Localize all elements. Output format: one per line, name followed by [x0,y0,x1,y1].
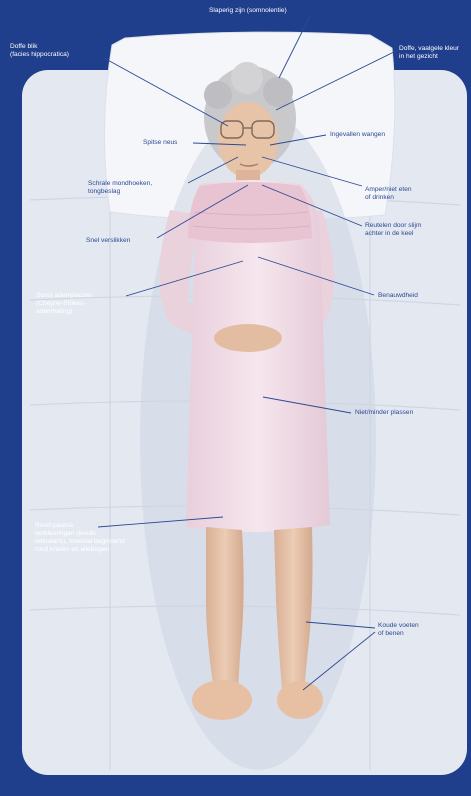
right-foot [277,681,323,719]
label-plassen: Niet/minder plassen [355,409,413,417]
label-verkleuringen: Rood-paarse verkleuringen (livedo reticu… [35,522,125,554]
label-doffe-blik: Doffe blik (facies hippocratica) [10,43,69,59]
label-reutelen: Reutelen door slijm achter in de keel [365,222,421,238]
left-foot [192,680,252,720]
label-slaperig: Slaperig zijn (somnolentie) [209,7,287,15]
label-koude-voeten: Koude voeten of benen [378,622,419,638]
label-spitse-neus: Spitse neus [143,139,177,147]
label-doffe-kleur: Doffe, vaalgele kleur in het gezicht [399,45,459,61]
label-benauwdheid: Benauwdheid [378,292,418,300]
lace-yoke [188,182,312,243]
left-leg [206,527,244,690]
hands [214,324,282,352]
label-schrale-mond: Schrale mondhoeken, tongbeslag [88,180,152,196]
label-amper-eten: Amper/niet eten of drinken [365,186,412,202]
label-adempauzes: Soms adempauzes (Cheyne-Stokes- ademhali… [36,292,92,316]
label-snel-verslikken: Snel verslikken [86,237,130,245]
label-ingevallen-wangen: Ingevallen wangen [330,131,385,139]
